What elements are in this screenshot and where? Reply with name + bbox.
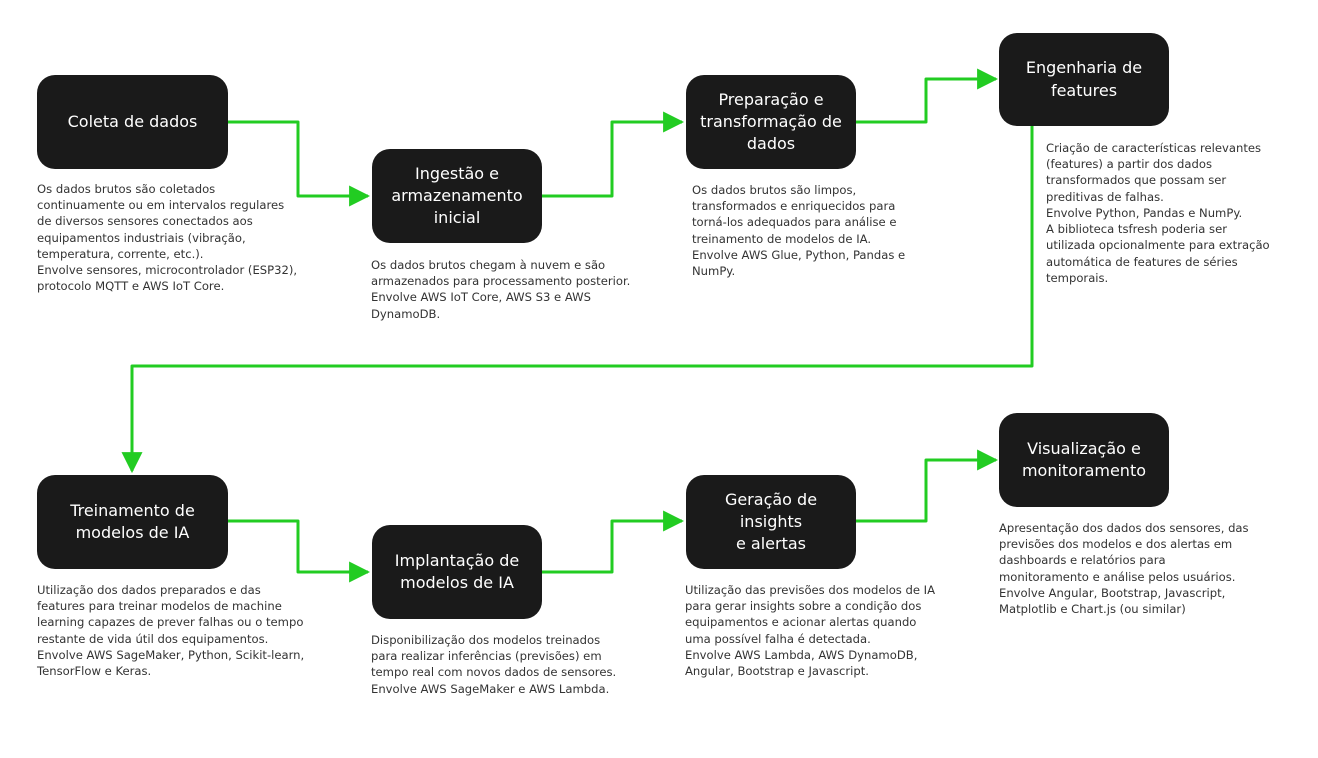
step-box-ingestao: Ingestão e armazenamento inicial (372, 149, 542, 243)
step-description: Disponibilização dos modelos treinados p… (371, 633, 617, 696)
step-box-preparacao: Preparação e transformação de dados (686, 75, 856, 169)
step-box-geracao-de-insights: Geração de insights e alertas (686, 475, 856, 569)
connector-arrow (856, 68, 999, 124)
step-description: Apresentação dos dados dos sensores, das… (999, 521, 1249, 617)
step-box-visualizacao: Visualização e monitoramento (999, 413, 1169, 507)
step-description: Criação de características relevantes (f… (1046, 141, 1270, 285)
connector-arrow (542, 510, 685, 574)
connector-arrow (856, 449, 999, 523)
step-description: Utilização dos dados preparados e das fe… (37, 583, 305, 679)
connector-arrow (121, 126, 1034, 474)
step-description: Utilização das previsões dos modelos de … (685, 583, 936, 679)
step-title: Visualização e monitoramento (1021, 438, 1147, 480)
connector-arrow (228, 519, 371, 583)
step-title: Implantação de modelos de IA (394, 550, 520, 592)
step-title: Coleta de dados (67, 111, 198, 131)
step-description: Os dados brutos chegam à nuvem e são arm… (371, 258, 631, 321)
step-box-treinamento: Treinamento de modelos de IA (37, 475, 228, 569)
step-description: Os dados brutos são coletados continuame… (37, 182, 298, 294)
step-title: Engenharia de features (1025, 58, 1143, 100)
connector-arrow (228, 120, 371, 207)
step-title: Preparação e transformação de dados (700, 89, 842, 154)
step-description: Os dados brutos são limpos, transformado… (692, 183, 906, 279)
step-box-engenharia-de-features: Engenharia de features (999, 33, 1169, 126)
step-box-coleta-de-dados: Coleta de dados (37, 75, 228, 169)
step-box-implantacao: Implantação de modelos de IA (372, 525, 542, 619)
step-title: Geração de insights e alertas (724, 489, 818, 554)
step-title: Ingestão e armazenamento inicial (391, 163, 523, 228)
connector-arrow (542, 111, 685, 198)
step-title: Treinamento de modelos de IA (70, 500, 195, 542)
